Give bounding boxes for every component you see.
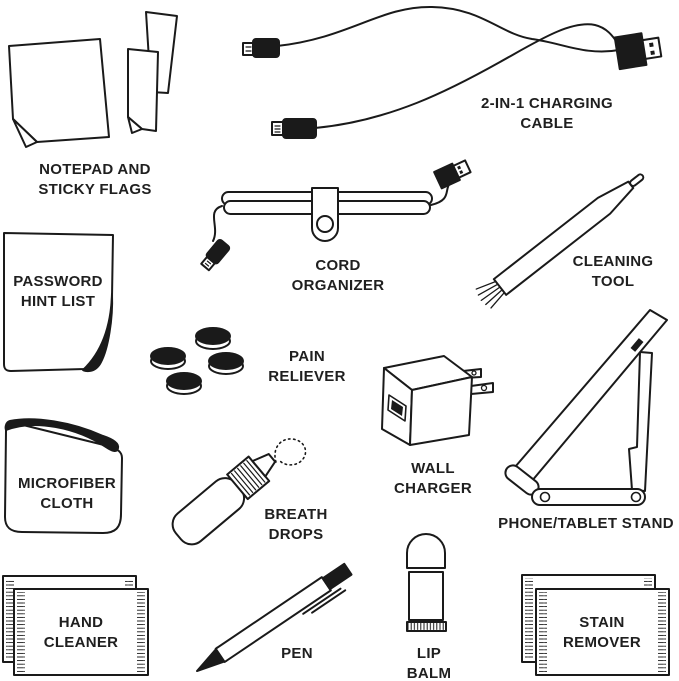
label-line: CLOTH bbox=[40, 494, 94, 512]
label-line: CLEANING bbox=[572, 253, 654, 270]
label-line: HINT LIST bbox=[20, 292, 96, 310]
label-line: MICROFIBER bbox=[18, 475, 116, 492]
charging-cable-icon bbox=[242, 5, 663, 139]
label-line: CLEANER bbox=[43, 633, 119, 651]
label-line: WALL bbox=[411, 460, 455, 477]
micro-usb-connector-icon bbox=[271, 118, 317, 139]
drop-dotted-icon bbox=[274, 438, 307, 466]
micro-usb-connector-icon bbox=[200, 239, 231, 272]
microfiber-cloth-icon bbox=[4, 418, 123, 534]
label-hand-cleaner: HAND CLEANER bbox=[33, 613, 129, 653]
label-stain-remover: STAIN REMOVER bbox=[554, 613, 650, 653]
label-line: CHARGER bbox=[394, 479, 472, 497]
breath-drops-icon bbox=[171, 438, 307, 546]
label-pain-reliever: PAIN RELIEVER bbox=[259, 347, 355, 387]
usb-a-connector-icon bbox=[613, 32, 663, 71]
pain-reliever-icon bbox=[150, 327, 244, 395]
label-breath-drops: BREATH DROPS bbox=[251, 505, 341, 545]
label-line: PAIN bbox=[289, 348, 325, 365]
label-line: PHONE/TABLET STAND bbox=[498, 515, 674, 532]
usb-a-connector-icon bbox=[433, 159, 472, 190]
label-cleaning-tool: CLEANING TOOL bbox=[563, 252, 663, 292]
phone-tablet-stand-icon bbox=[504, 309, 668, 506]
password-hint-list-icon bbox=[3, 232, 114, 373]
wall-charger-icon bbox=[381, 355, 494, 446]
cord-organizer-icon bbox=[200, 159, 472, 272]
label-line: 2-IN-1 CHARGING bbox=[480, 95, 613, 112]
label-phone-tablet-stand: PHONE/TABLET STAND bbox=[491, 514, 679, 534]
label-microfiber-cloth: MICROFIBER CLOTH bbox=[14, 474, 120, 514]
label-line: DROPS bbox=[268, 525, 324, 543]
label-line: TOOL bbox=[591, 272, 635, 290]
label-wall-charger: WALL CHARGER bbox=[385, 459, 481, 499]
label-charging-cable: 2-IN-1 CHARGING CABLE bbox=[447, 94, 647, 134]
label-line: PEN bbox=[281, 645, 313, 662]
label-password-hint-list: PASSWORD HINT LIST bbox=[10, 272, 106, 312]
label-line: BREATH bbox=[264, 506, 328, 523]
sticky-flags-icon bbox=[127, 11, 178, 134]
label-line: STICKY FLAGS bbox=[38, 180, 152, 198]
hand-cleaner-icon bbox=[2, 575, 149, 676]
label-line: ORGANIZER bbox=[291, 276, 385, 294]
label-line: HAND bbox=[58, 614, 104, 631]
label-line: BALM bbox=[406, 664, 452, 681]
label-notepad-and-sticky-flags: NOTEPAD AND STICKY FLAGS bbox=[15, 160, 175, 200]
stain-remover-icon bbox=[521, 574, 670, 676]
label-line: LIP bbox=[416, 645, 442, 662]
label-line: RELIEVER bbox=[268, 367, 346, 385]
label-line: PASSWORD bbox=[13, 273, 103, 290]
label-lip-balm: LIP BALM bbox=[399, 644, 459, 681]
label-line: STAIN bbox=[579, 614, 625, 631]
label-pen: PEN bbox=[257, 644, 337, 664]
label-cord-organizer: CORD ORGANIZER bbox=[283, 256, 393, 296]
pen-icon bbox=[196, 562, 353, 672]
label-line: NOTEPAD AND bbox=[39, 161, 151, 178]
label-line: REMOVER bbox=[563, 633, 641, 651]
micro-usb-connector-icon bbox=[242, 38, 280, 58]
notepad-icon bbox=[8, 38, 110, 148]
label-line: CABLE bbox=[520, 114, 574, 132]
lip-balm-icon bbox=[406, 533, 447, 632]
label-line: CORD bbox=[315, 257, 361, 274]
cleaning-tool-icon bbox=[475, 173, 645, 309]
